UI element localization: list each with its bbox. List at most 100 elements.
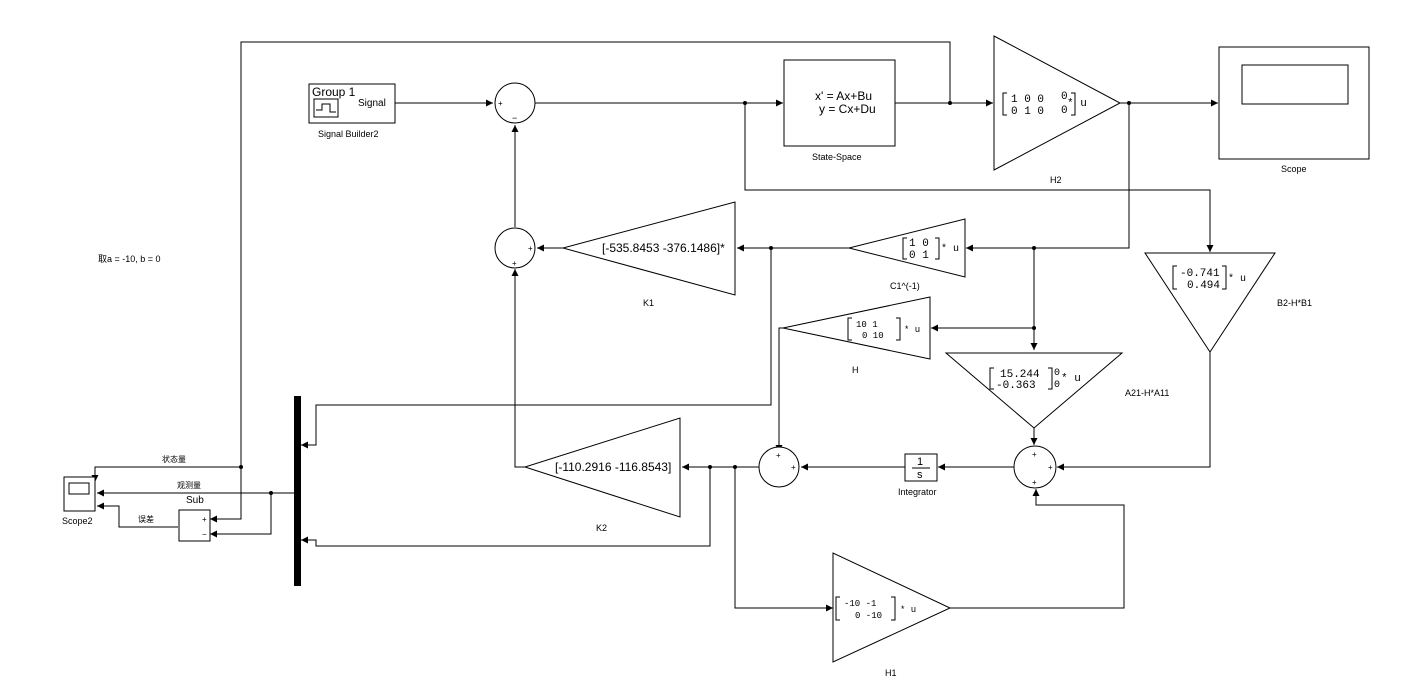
matrix-bracket-right bbox=[935, 237, 940, 260]
b2hb1-row1: -0.741 bbox=[1180, 268, 1220, 280]
h1-gain-block[interactable]: -10 -1 0 -10 * u H1 bbox=[832, 552, 952, 678]
a21-gain-block[interactable]: 15.244 -0.363 0 0 * u A21-H*A11 bbox=[944, 352, 1169, 429]
wire-h-to-lowsum[interactable] bbox=[775, 327, 783, 452]
signal-builder-group: Group 1 bbox=[312, 85, 356, 99]
wire-state-to-scope2[interactable] bbox=[91, 41, 951, 482]
h2-op: * u bbox=[1067, 98, 1087, 110]
h1-row1: -10 -1 bbox=[844, 599, 876, 609]
signal-wires bbox=[91, 41, 1218, 612]
state-eq-1: x' = Ax+Bu bbox=[815, 89, 872, 103]
sub-plus-sign: + bbox=[202, 515, 207, 524]
scope2-name: Scope2 bbox=[62, 516, 93, 526]
sum-plus-sign: + bbox=[1032, 478, 1037, 487]
sum-plus-sign: + bbox=[512, 259, 517, 268]
c1inv-op: * u bbox=[941, 243, 959, 255]
sum-minus-sign: − bbox=[512, 113, 517, 123]
matrix-bracket-left bbox=[989, 367, 994, 390]
state-space-block[interactable]: x' = Ax+Bu y = Cx+Du State-Space bbox=[783, 59, 896, 162]
wire-input-to-b2hb1[interactable] bbox=[744, 103, 1214, 252]
integrator-block[interactable]: 1 s Integrator bbox=[898, 453, 938, 497]
a21-trail1: 0 bbox=[1054, 368, 1060, 379]
branch-dot bbox=[708, 465, 712, 469]
branch-dot bbox=[1032, 246, 1036, 250]
branch-dot bbox=[733, 465, 737, 469]
state-signal-label: 状态量 bbox=[162, 454, 186, 464]
sum-mid[interactable]: + + bbox=[494, 227, 536, 269]
sum-right[interactable]: + + + bbox=[1013, 445, 1057, 489]
k1-gain-block[interactable]: [-535.8453 -376.1486]* K1 bbox=[561, 201, 736, 308]
matrix-bracket-left bbox=[902, 237, 907, 260]
sum-plus-sign: + bbox=[1048, 463, 1053, 472]
annotation-note: 取a = -10, b = 0 bbox=[98, 254, 161, 264]
observed-signal-label: 观测量 bbox=[177, 481, 201, 490]
c1inv-row1: 1 0 bbox=[909, 238, 929, 250]
branch-dot bbox=[948, 101, 952, 105]
h-name: H bbox=[852, 365, 859, 375]
sum-low[interactable]: + + bbox=[758, 446, 800, 488]
scope2-block[interactable]: Scope2 bbox=[62, 476, 96, 526]
wire-xhat-to-h1[interactable] bbox=[734, 467, 833, 612]
a21-row1: 15.244 bbox=[1000, 369, 1040, 381]
matrix-bracket-right bbox=[891, 596, 896, 621]
b2hb1-name: B2-H*B1 bbox=[1277, 298, 1312, 308]
b2hb1-gain-block[interactable]: -0.741 0.494 * u B2-H*B1 bbox=[1144, 252, 1312, 353]
branch-dot bbox=[239, 465, 243, 469]
wire-mux-to-sub[interactable] bbox=[210, 493, 272, 538]
k2-gain-block[interactable]: [-110.2916 -116.8543] K2 bbox=[523, 417, 681, 533]
sum-plus-sign: + bbox=[528, 244, 533, 253]
signal-builder-block[interactable]: Group 1 Signal Signal Builder2 bbox=[308, 83, 396, 139]
scope-block[interactable]: Scope bbox=[1218, 46, 1370, 174]
sub-name: Sub bbox=[186, 495, 204, 506]
branch-dot bbox=[1127, 101, 1131, 105]
wire-c1inv-to-mux[interactable] bbox=[301, 248, 772, 449]
c1inv-gain-block[interactable]: 1 0 0 1 * u C1^(-1) bbox=[848, 218, 966, 291]
k2-name: K2 bbox=[596, 523, 607, 533]
matrix-bracket-left bbox=[847, 317, 852, 341]
state-space-name: State-Space bbox=[812, 152, 862, 162]
matrix-bracket-right bbox=[1071, 92, 1076, 116]
k1-name: K1 bbox=[643, 298, 654, 308]
sum-plus-sign: + bbox=[1032, 450, 1037, 459]
h2-name: H2 bbox=[1050, 175, 1062, 185]
c1inv-name: C1^(-1) bbox=[890, 281, 920, 291]
wire-state-to-sub[interactable] bbox=[210, 467, 242, 523]
integrator-name: Integrator bbox=[898, 487, 937, 497]
c1inv-row2: 0 1 bbox=[909, 250, 929, 262]
k2-label: [-110.2916 -116.8543] bbox=[555, 460, 671, 474]
sum-plus-sign: + bbox=[791, 463, 796, 472]
a21-trail2: 0 bbox=[1054, 380, 1060, 391]
wire-h2-to-c1inv[interactable] bbox=[966, 103, 1130, 252]
signal-builder-name: Signal Builder2 bbox=[318, 129, 379, 139]
b2hb1-row2: 0.494 bbox=[1187, 280, 1220, 292]
wire-h1-to-rsum[interactable] bbox=[950, 489, 1125, 609]
wire-xhat-to-mux[interactable] bbox=[301, 467, 711, 547]
h-row2: 0 10 bbox=[862, 331, 884, 341]
k1-label: [-535.8453 -376.1486]* bbox=[602, 241, 725, 255]
wire-b2hb1-to-rsum[interactable] bbox=[1057, 352, 1211, 471]
a21-op: * u bbox=[1061, 373, 1081, 385]
sub-block[interactable]: + − Sub bbox=[178, 495, 211, 542]
matrix-bracket-left bbox=[1172, 265, 1177, 290]
branch-dot bbox=[743, 101, 747, 105]
wire-sub-to-scope2[interactable] bbox=[97, 502, 178, 528]
scope2-screen bbox=[68, 482, 90, 495]
branch-dot bbox=[769, 246, 773, 250]
sum-plus-sign: + bbox=[498, 99, 503, 108]
branch-dot bbox=[1032, 326, 1036, 330]
h-row1: 10 1 bbox=[856, 320, 878, 330]
sum-top[interactable]: + − bbox=[494, 82, 536, 124]
h2-gain-block[interactable]: 1 0 0 0 1 0 0 0 * u H2 bbox=[993, 35, 1122, 185]
branch-points bbox=[239, 101, 1131, 495]
a21-name: A21-H*A11 bbox=[1125, 388, 1169, 398]
signal-waveform-icon bbox=[313, 98, 339, 118]
matrix-bracket-left bbox=[1002, 92, 1007, 116]
integrator-den: s bbox=[917, 469, 923, 481]
state-eq-2: y = Cx+Du bbox=[819, 102, 876, 116]
wire-k2-to-midsum[interactable] bbox=[511, 269, 525, 468]
h-gain-block[interactable]: 10 1 0 10 * u H bbox=[782, 296, 931, 375]
h2-row1: 1 0 0 bbox=[1011, 94, 1044, 106]
mux-block[interactable] bbox=[294, 396, 301, 586]
scope-screen bbox=[1241, 64, 1349, 105]
